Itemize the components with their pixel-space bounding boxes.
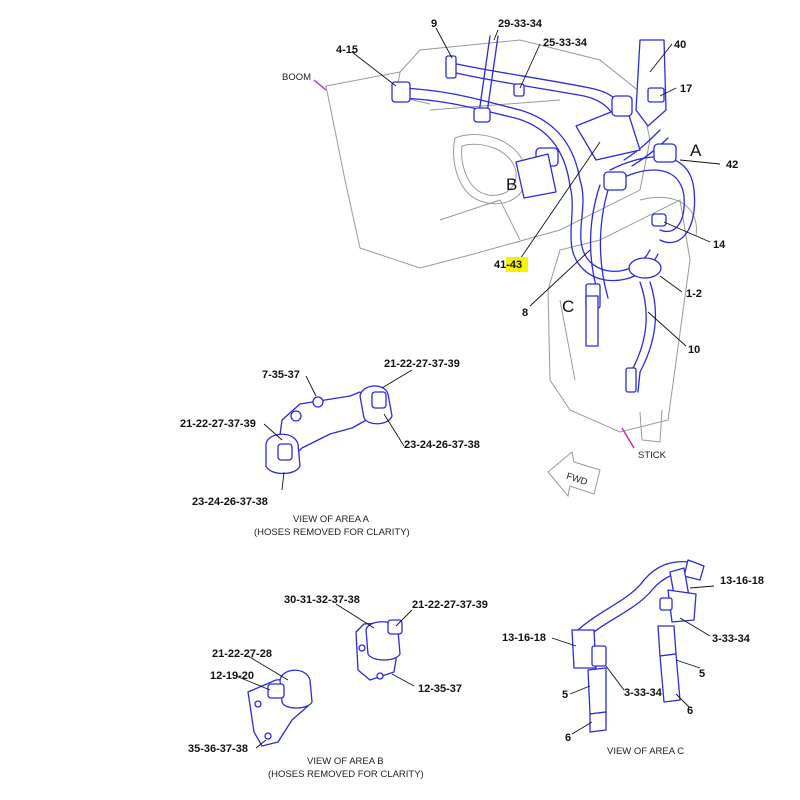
boom-pointer: [313, 79, 327, 91]
area-b-callout-21-22-27-28: 21-22-27-28: [212, 648, 272, 660]
area-a-callout-21-22-27-37-39-left: 21-22-27-37-39: [180, 418, 256, 430]
callout-29-33-34: 29-33-34: [498, 18, 543, 30]
area-c-callout-5-right: 5: [699, 668, 705, 680]
main-assembly-view: FWD BOOM STICK 9 29-33-34 25-33-34 4-15 …: [282, 18, 738, 498]
area-c-callout-13-16-18-left: 13-16-18: [502, 632, 546, 644]
area-a-callout-21-22-27-37-39-right: 21-22-27-37-39: [384, 358, 460, 370]
area-letter-a: A: [690, 141, 702, 160]
area-c-hose-outer: [577, 560, 691, 631]
callout-9: 9: [431, 18, 437, 30]
callout-8: 8: [522, 307, 528, 319]
area-a-callout-23-24-26-37-38-bottom: 23-24-26-37-38: [192, 496, 268, 508]
area-b-callout-12-35-37: 12-35-37: [418, 683, 462, 695]
stick-pointer: [621, 427, 635, 449]
area-c-callout-3-33-34-right: 3-33-34: [712, 633, 751, 645]
area-c-callout-6-right: 6: [687, 705, 693, 717]
area-b-callout-35-36-37-38: 35-36-37-38: [188, 743, 248, 755]
area-b-callout-21-22-27-37-39: 21-22-27-37-39: [412, 599, 488, 611]
main-fittings: [391, 39, 677, 393]
area-a-caption-line2: (HOSES REMOVED FOR CLARITY): [254, 527, 410, 538]
callout-17: 17: [680, 83, 692, 95]
area-letter-c: C: [562, 297, 574, 316]
stick-structure: [547, 196, 697, 443]
area-c-callout-3-33-34-left: 3-33-34: [624, 687, 663, 699]
highlight-43: [506, 257, 528, 272]
area-letter-b: B: [506, 175, 517, 194]
view-area-c: 13-16-18 3-33-34 5 6 13-16-18 3-33-34 5 …: [502, 559, 764, 757]
stick-label: STICK: [638, 450, 667, 461]
area-a-callout-23-24-26-37-38-right: 23-24-26-37-38: [404, 439, 480, 451]
area-a-callout-7-35-37: 7-35-37: [262, 369, 300, 381]
area-c-callout-13-16-18-right: 13-16-18: [720, 575, 764, 587]
callout-10: 10: [688, 344, 700, 356]
callout-25-33-34: 25-33-34: [543, 37, 588, 49]
callout-40: 40: [674, 39, 686, 51]
area-a-caption-line1: VIEW OF AREA A: [293, 514, 370, 525]
area-c-caption-line1: VIEW OF AREA C: [607, 746, 684, 757]
callout-41-43: 41-43: [494, 259, 522, 271]
area-c-callout-5-left: 5: [562, 689, 568, 701]
view-area-b: 30-31-32-37-38 21-22-27-37-39 21-22-27-2…: [188, 594, 488, 780]
area-b-callout-12-19-20: 12-19-20: [210, 670, 254, 682]
callout-4-15: 4-15: [336, 44, 358, 56]
main-leaders: [351, 27, 721, 347]
area-b-upper-bracket: [355, 621, 397, 681]
view-area-a: 7-35-37 21-22-27-37-39 21-22-27-37-39 23…: [180, 358, 480, 538]
callout-14: 14: [713, 239, 726, 251]
area-b-callout-30-31-32-37-38: 30-31-32-37-38: [284, 594, 360, 606]
callout-42: 42: [726, 159, 738, 171]
area-b-caption-line2: (HOSES REMOVED FOR CLARITY): [268, 769, 424, 780]
area-c-callout-6-left: 6: [565, 732, 571, 744]
forward-arrow: FWD: [547, 451, 601, 498]
callout-1-2: 1-2: [686, 288, 702, 300]
boom-label: BOOM: [282, 72, 311, 83]
area-b-caption-line1: VIEW OF AREA B: [307, 756, 384, 767]
boom-structure: [325, 39, 651, 269]
